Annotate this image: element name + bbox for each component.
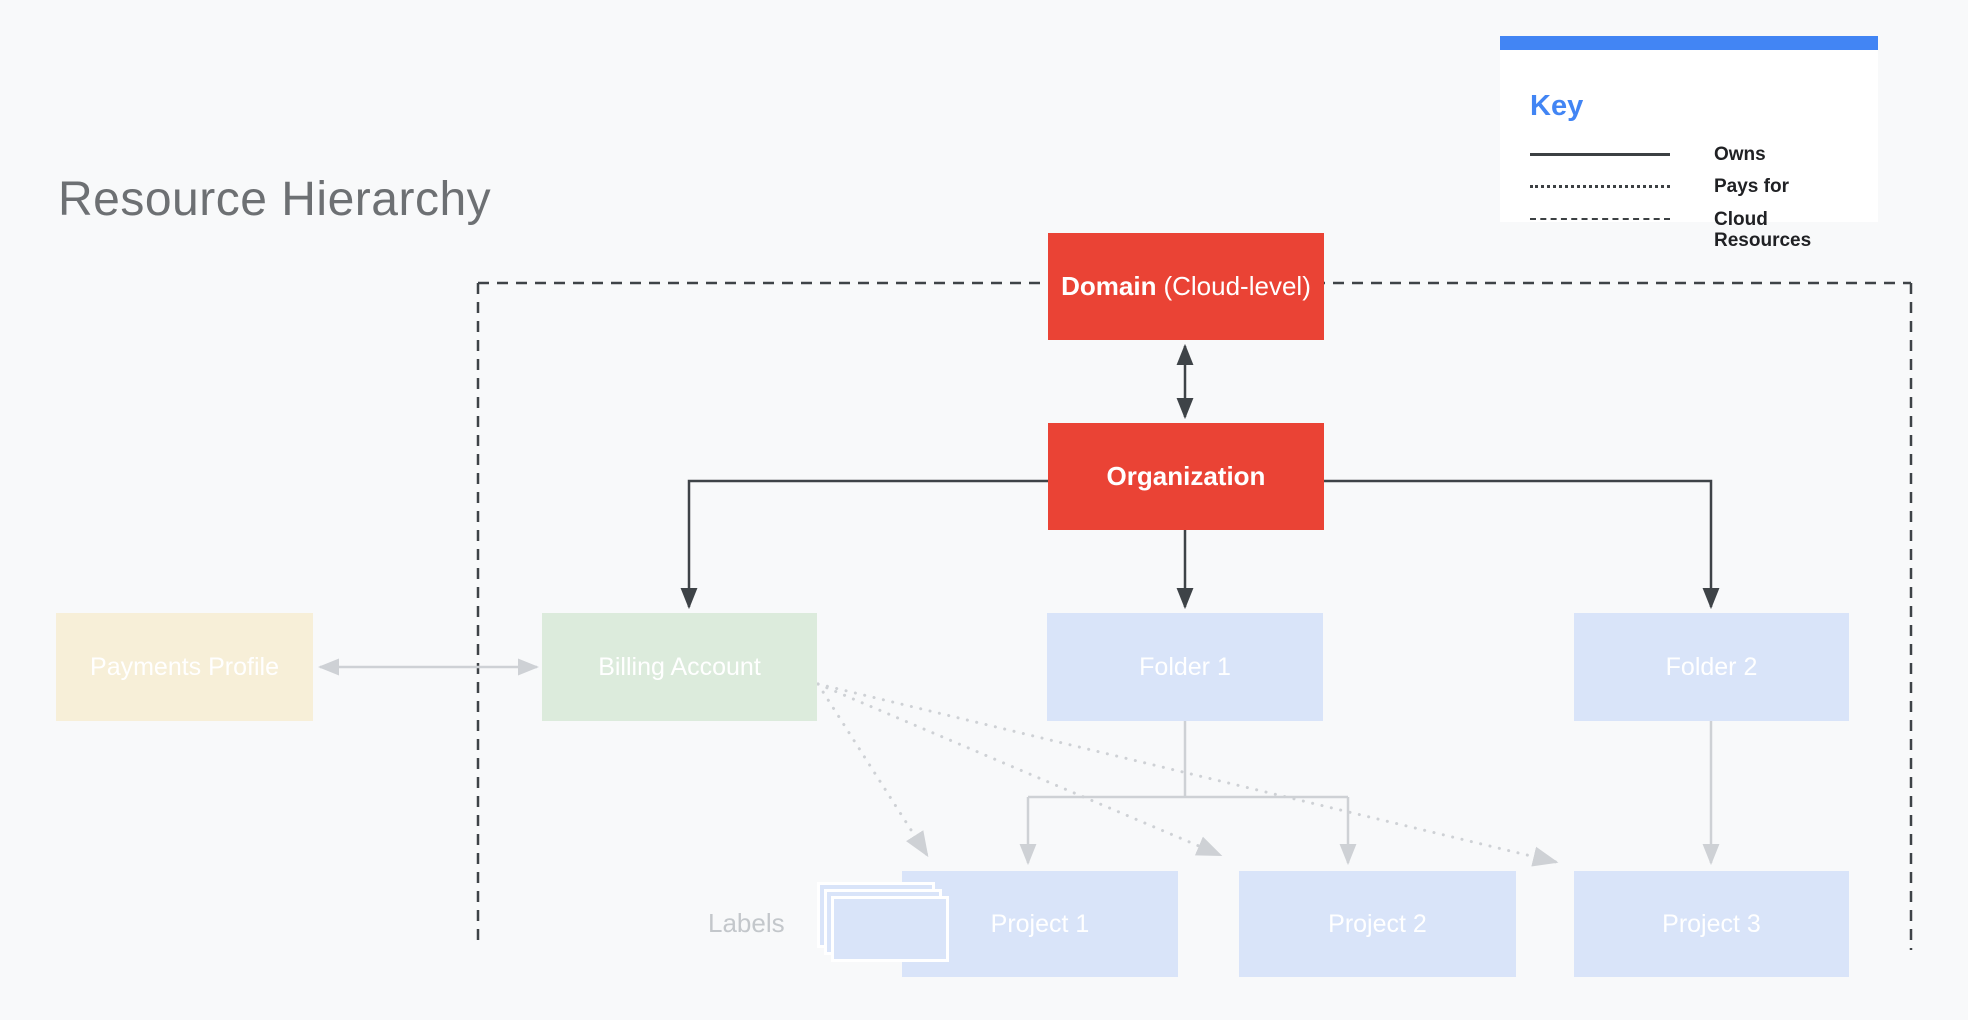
line-sample-dashed [1530, 217, 1670, 220]
legend-row-pays-for: Pays for [1530, 176, 1860, 197]
legend-title: Key [1530, 90, 1584, 122]
line-sample-dotted [1530, 185, 1670, 189]
folder1-projects-connector [1028, 721, 1348, 799]
organization-billing-arrow [680, 479, 1048, 610]
legend-rows: Owns Pays for Cloud Resources [1530, 144, 1860, 262]
node-billing-account: Billing Account [542, 613, 817, 721]
node-project2: Project 2 [1239, 871, 1516, 977]
legend-row-cloud-resources: Cloud Resources [1530, 209, 1860, 252]
node-domain: Domain (Cloud-level) [1048, 233, 1324, 340]
node-project3: Project 3 [1574, 871, 1849, 977]
organization-folder2-arrow [1323, 479, 1720, 610]
line-sample-solid [1530, 153, 1670, 156]
legend: Key Owns Pays for Cloud Resources [1500, 36, 1878, 251]
node-folder1: Folder 1 [1047, 613, 1323, 721]
node-folder2: Folder 2 [1574, 613, 1849, 721]
node-organization: Organization [1048, 423, 1324, 530]
node-payments-profile: Payments Profile [56, 613, 313, 721]
legend-accent-bar [1500, 36, 1878, 50]
page-title: Resource Hierarchy [58, 173, 492, 226]
billing-project3-dotted-arrow [816, 682, 1559, 867]
labels-caption: Labels [708, 908, 785, 938]
billing-project1-dotted-arrow [816, 682, 929, 858]
legend-row-owns: Owns [1530, 144, 1860, 165]
billing-project2-dotted-arrow [816, 682, 1223, 857]
